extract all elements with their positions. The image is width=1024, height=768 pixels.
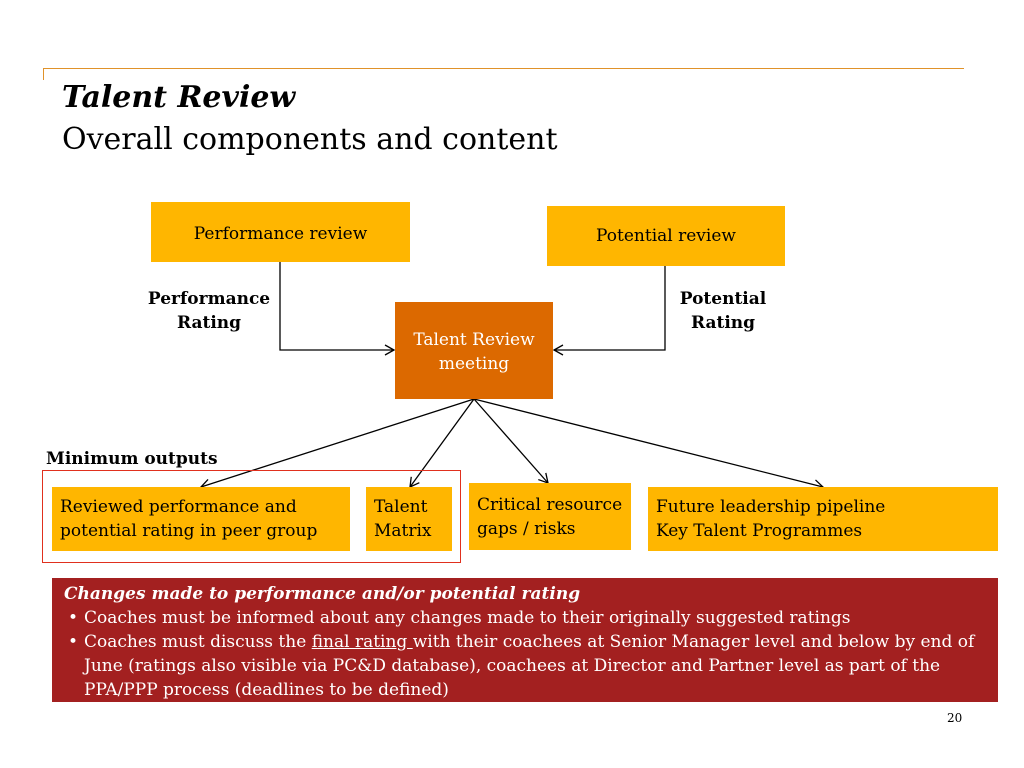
performance-review-label: Performance review — [193, 224, 368, 244]
arrow-to-critical-resource — [473, 398, 549, 485]
potential-review-label: Potential review — [596, 226, 736, 246]
page-number: 20 — [947, 711, 963, 725]
top-rule — [43, 68, 964, 69]
talent-matrix-box: Talent Matrix — [366, 487, 452, 551]
critical-resource-box: Critical resource gaps / risks — [469, 483, 631, 550]
performance-connector — [279, 262, 396, 356]
talent-review-meeting-box: Talent Review meeting — [395, 302, 553, 399]
arrow-to-future-leadership — [473, 398, 825, 491]
reviewed-rating-box: Reviewed performance and potential ratin… — [52, 487, 350, 551]
banner-bullet: Coaches must discuss the final rating wi… — [64, 630, 986, 702]
potential-connector — [552, 266, 666, 356]
slide-title: Talent Review — [62, 80, 296, 115]
left-rule — [43, 68, 44, 80]
banner-bullet-list: Coaches must be informed about any chang… — [64, 606, 986, 702]
minimum-outputs-label: Minimum outputs — [46, 449, 218, 469]
banner-bullet: Coaches must be informed about any chang… — [64, 606, 986, 630]
final-rating-emphasis: final rating — [311, 632, 413, 652]
potential-rating-label: Potential Rating — [679, 289, 767, 333]
performance-rating-label: Performance Rating — [147, 289, 271, 333]
future-leadership-box: Future leadership pipeline Key Talent Pr… — [648, 487, 998, 551]
banner-heading: Changes made to performance and/or poten… — [64, 584, 581, 604]
arrow-to-reviewed-rating — [199, 398, 475, 490]
performance-review-box: Performance review — [151, 202, 410, 262]
rating-changes-banner: Changes made to performance and/or poten… — [52, 578, 998, 702]
potential-review-box: Potential review — [547, 206, 785, 266]
arrow-to-talent-matrix — [409, 398, 475, 489]
minimum-outputs-frame — [42, 470, 461, 563]
slide-subtitle: Overall components and content — [62, 122, 558, 157]
